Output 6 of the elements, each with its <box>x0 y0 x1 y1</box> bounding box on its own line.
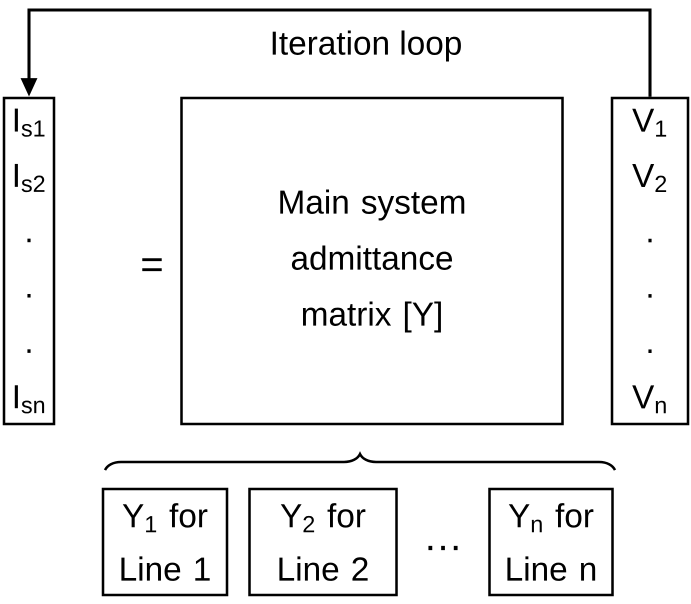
edge-label: Iteration loop <box>272 30 461 62</box>
matrix-box: Main system admittance matrix [Y] <box>180 96 564 426</box>
equals-sign: = <box>142 258 162 272</box>
vector-box: V$_{1}$ V$_{2}$ . . . V$_{n}$ <box>610 96 690 426</box>
vector-box: I$_{s1}$ I$_{s2}$ . . . I$_{sn}$ <box>2 96 56 426</box>
ellipsis: … <box>428 546 458 550</box>
